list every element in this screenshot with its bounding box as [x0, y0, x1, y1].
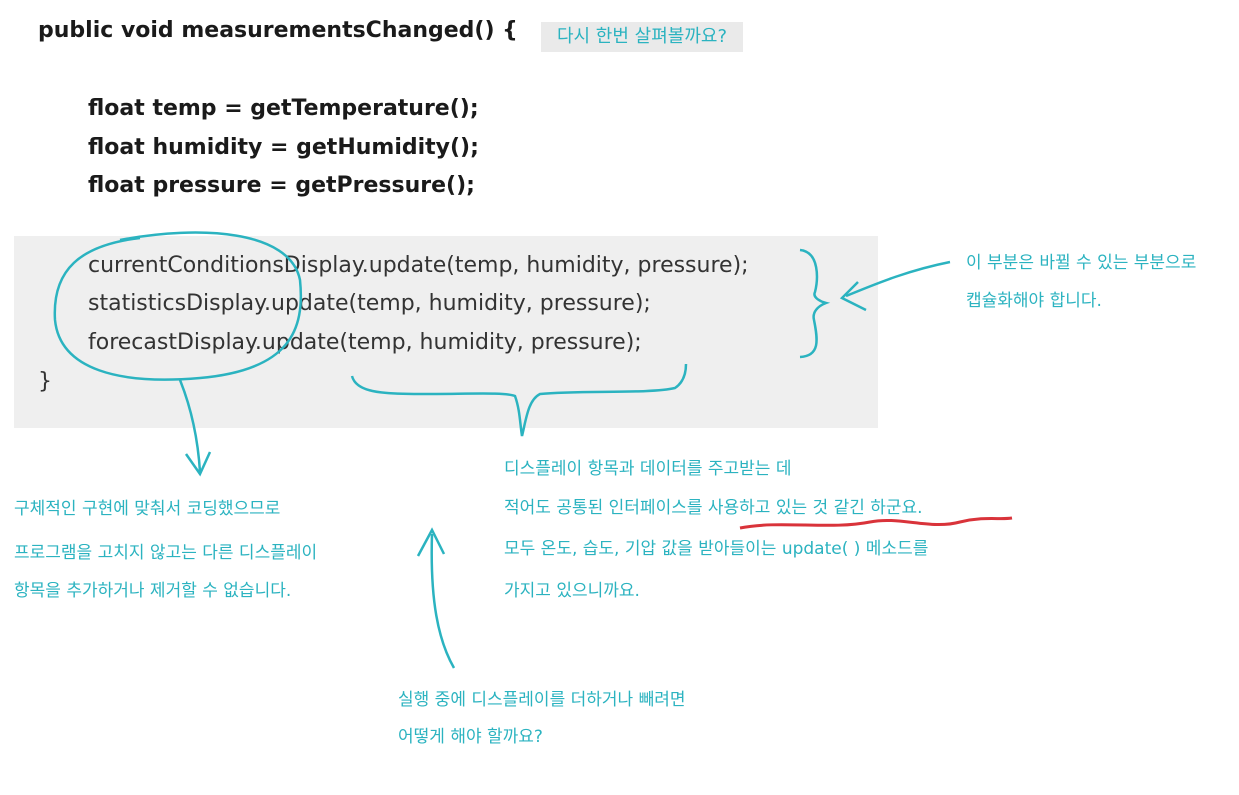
red-underline-mark [739, 516, 1013, 530]
code-line-humidity: float humidity = getHumidity(); [88, 135, 479, 160]
note-runtime-line-2: 어떻게 해야 할까요? [398, 727, 543, 747]
curly-brace-mark [799, 248, 831, 359]
note-interface-line-1: 디스플레이 항목과 데이터를 주고받는 데 [504, 459, 792, 479]
code-line-statistics: statisticsDisplay.update(temp, humidity,… [88, 291, 651, 316]
note-concrete-line-2: 프로그램을 고치지 않고는 다른 디스플레이 [14, 543, 318, 563]
arrow-up-mark [430, 533, 456, 669]
highlighted-code-block [14, 236, 878, 428]
code-line-current-conditions: currentConditionsDisplay.update(temp, hu… [88, 253, 749, 278]
method-signature: public void measurementsChanged() { [38, 18, 518, 43]
arrow-down-mark [178, 379, 202, 473]
code-line-temp: float temp = getTemperature(); [88, 96, 479, 121]
arrow-down-head [184, 451, 212, 477]
code-line-pressure: float pressure = getPressure(); [88, 173, 475, 198]
circle-mark [53, 231, 303, 381]
arrow-left-head [839, 281, 867, 312]
note-runtime-line-1: 실행 중에 디스플레이를 더하거나 빼려면 [398, 690, 686, 710]
note-interface-line-2: 적어도 공통된 인터페이스를 사용하고 있는 것 같긴 하군요. [504, 498, 923, 518]
arrow-left-mark [845, 260, 951, 298]
note-encapsulate-line-1: 이 부분은 바뀔 수 있는 부분으로 [966, 253, 1197, 273]
note-encapsulate-line-2: 캡슐화해야 합니다. [966, 291, 1102, 311]
note-interface-line-3: 모두 온도, 습도, 기압 값을 받아들이는 update( ) 메소드를 [504, 539, 929, 559]
bottom-brace-mark [350, 363, 688, 437]
review-tag: 다시 한번 살펴볼까요? [541, 22, 743, 52]
note-concrete-line-1: 구체적인 구현에 맞춰서 코딩했으므로 [14, 499, 281, 519]
closing-brace: } [38, 369, 52, 394]
note-interface-line-4: 가지고 있으니까요. [504, 581, 640, 601]
code-line-forecast: forecastDisplay.update(temp, humidity, p… [88, 330, 642, 355]
note-concrete-line-3: 항목을 추가하거나 제거할 수 없습니다. [14, 581, 292, 601]
arrow-up-head [416, 527, 446, 557]
